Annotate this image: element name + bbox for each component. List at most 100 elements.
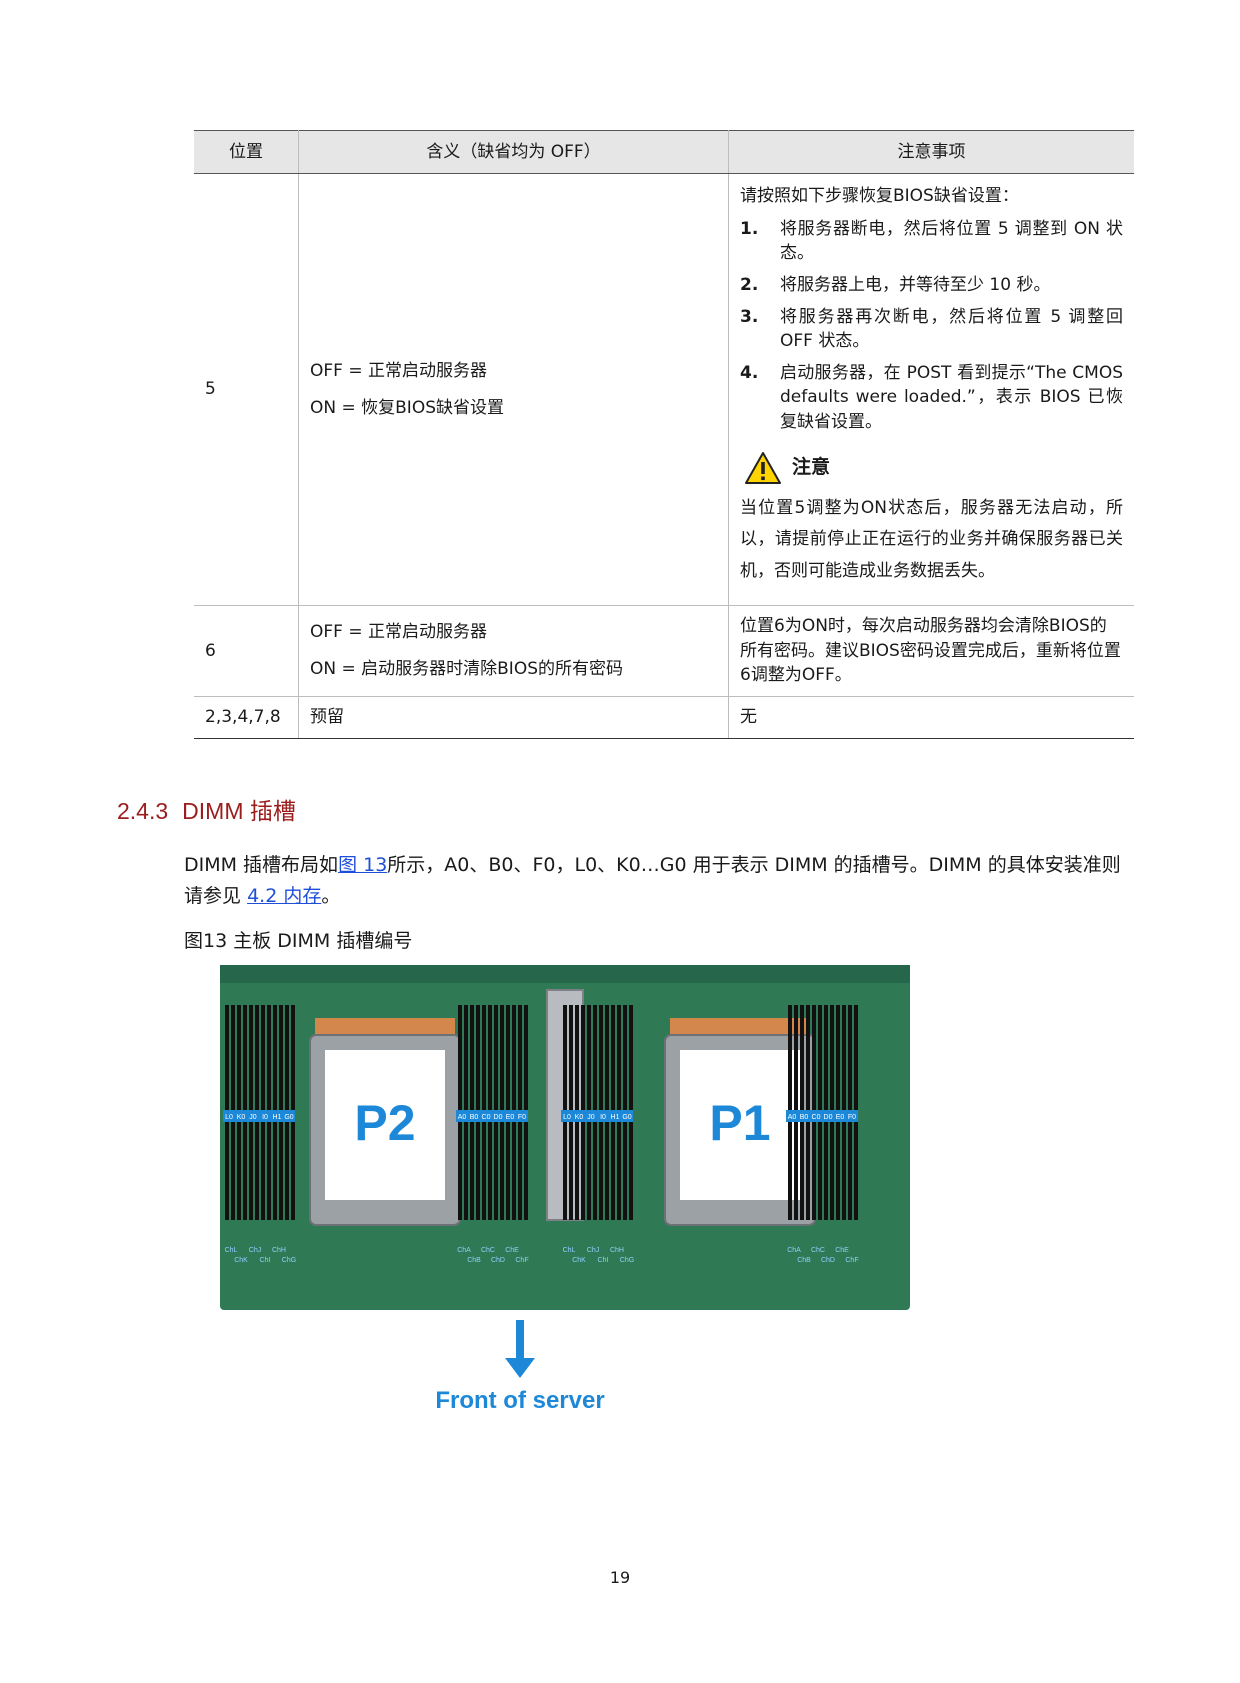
cpu-socket-p1: P1	[664, 1018, 816, 1226]
channel-label: ChE	[835, 1247, 849, 1254]
slot-label-strip	[456, 1110, 528, 1122]
channel-label: ChF	[845, 1257, 858, 1264]
step-text: 启动服务器，在 POST 看到提示“The CMOS defaults were…	[780, 362, 1123, 433]
body-paragraph: DIMM 插槽布局如图 13所示，A0、B0、F0，L0、K0…G0 用于表示 …	[184, 850, 1134, 913]
slot-label: K0	[237, 1114, 246, 1121]
header-meaning: 含义（缺省均为 OFF）	[298, 130, 729, 174]
channel-label: ChL	[225, 1247, 238, 1254]
slot-label: K0	[575, 1114, 584, 1121]
cell-meaning: OFF = 正常启动服务器 ON = 恢复BIOS缺省设置	[298, 173, 729, 606]
cell-meaning: 预留	[298, 696, 729, 739]
slot-label: F0	[518, 1114, 526, 1121]
slot-label: F0	[848, 1114, 856, 1121]
table-row: 2,3,4,7,8 预留 无	[194, 696, 1134, 739]
cell-position: 5	[194, 173, 299, 606]
cpu-p2-label-plate	[325, 1050, 445, 1200]
para-text: DIMM 插槽布局如	[184, 854, 339, 876]
list-item: 1. 将服务器断电，然后将位置 5 调整到 ON 状态。	[740, 217, 1123, 266]
board-top-edge	[220, 965, 910, 983]
channel-label: ChD	[821, 1257, 835, 1264]
channel-label: ChB	[467, 1257, 481, 1264]
channel-label: ChJ	[249, 1247, 261, 1254]
warning-icon	[745, 451, 781, 484]
slot-label: C0	[812, 1114, 821, 1121]
cpu-p2-clip	[315, 1018, 455, 1034]
meaning-off: OFF = 正常启动服务器	[310, 622, 487, 643]
slot-label: I0	[600, 1114, 606, 1121]
slot-label: C0	[482, 1114, 491, 1121]
slot-label: A0	[788, 1114, 797, 1121]
cell-position: 6	[194, 605, 299, 697]
slot-label: E0	[506, 1114, 515, 1121]
header-notes: 注意事项	[728, 130, 1134, 174]
channel-label: ChA	[787, 1247, 801, 1254]
slot-label: D0	[824, 1114, 833, 1121]
channel-label: ChC	[481, 1247, 495, 1254]
slot-label: E0	[836, 1114, 845, 1121]
slot-label: I0	[262, 1114, 268, 1121]
step-number: 3.	[740, 306, 759, 327]
dip-switch-table: 位置 含义（缺省均为 OFF） 注意事项 5 OFF = 正常启动服务器 ON …	[194, 130, 1134, 739]
step-number: 1.	[740, 218, 759, 239]
channel-label: ChB	[797, 1257, 811, 1264]
meaning-on: ON = 启动服务器时清除BIOS的所有密码	[310, 658, 623, 679]
slot-label: G0	[284, 1114, 293, 1121]
step-text: 将服务器再次断电，然后将位置 5 调整回 OFF 状态。	[780, 306, 1123, 352]
cpu-p1-clip	[670, 1018, 810, 1034]
meaning-on: ON = 恢复BIOS缺省设置	[310, 397, 504, 418]
channel-label: ChI	[260, 1257, 271, 1264]
cell-position: 2,3,4,7,8	[194, 696, 299, 739]
channel-label: ChI	[598, 1257, 609, 1264]
caution-title: 注意	[792, 455, 831, 478]
para-text: 。	[321, 885, 341, 908]
caution-text: 当位置5调整为ON状态后，服务器无法启动，所以，请提前停止正在运行的业务并确保服…	[740, 497, 1123, 581]
slot-label: A0	[458, 1114, 467, 1121]
slot-label: J0	[249, 1114, 257, 1121]
table-row: 6 OFF = 正常启动服务器 ON = 启动服务器时清除BIOS的所有密码 位…	[194, 605, 1134, 697]
page-number: 19	[609, 1568, 631, 1587]
step-number: 2.	[740, 274, 759, 295]
cell-notes: 无	[728, 696, 1134, 739]
front-arrow-icon	[505, 1320, 535, 1378]
meaning-off: OFF = 正常启动服务器	[310, 360, 487, 381]
section-number: 2.4.3	[117, 798, 169, 824]
table-row: 5 OFF = 正常启动服务器 ON = 恢复BIOS缺省设置 请按照如下步骤恢…	[194, 173, 1134, 606]
slot-label-strip	[561, 1110, 633, 1122]
memory-section-link[interactable]: 4.2 内存	[247, 885, 322, 908]
channel-label: ChH	[610, 1247, 624, 1254]
channel-label: ChA	[457, 1247, 471, 1254]
channel-label: ChK	[572, 1257, 586, 1264]
para-text: 所示，A0、B0、F0，L0、K0…G0 用于表示 DIMM 的插槽号。DIMM…	[184, 854, 1121, 908]
header-position: 位置	[194, 130, 299, 174]
slot-label: H1	[273, 1114, 282, 1121]
cpu-socket-p2: P2	[309, 1018, 461, 1226]
cpu-label-p2: P2	[354, 1095, 415, 1151]
cell-notes: 请按照如下步骤恢复BIOS缺省设置： 1. 将服务器断电，然后将位置 5 调整到…	[728, 173, 1134, 606]
cpu-p1-label-plate	[680, 1050, 800, 1200]
slot-label: L0	[563, 1114, 571, 1121]
front-of-server-label: Front of server	[435, 1387, 604, 1414]
slot-label-strip	[786, 1110, 858, 1122]
figure-13-link[interactable]: 图 13	[338, 854, 388, 876]
slot-label: J0	[587, 1114, 595, 1121]
notes-intro: 请按照如下步骤恢复BIOS缺省设置：	[740, 186, 1019, 206]
channel-label: ChE	[505, 1247, 519, 1254]
caution-header: 注意	[744, 451, 1123, 485]
list-item: 2. 将服务器上电，并等待至少 10 秒。	[740, 273, 1123, 298]
step-text: 将服务器断电，然后将位置 5 调整到 ON 状态。	[780, 218, 1123, 264]
slot-label: L0	[225, 1114, 233, 1121]
step-number: 4.	[740, 362, 759, 383]
channel-label: ChG	[620, 1257, 634, 1264]
channel-label: ChD	[491, 1257, 505, 1264]
slot-label: D0	[494, 1114, 503, 1121]
channel-label: ChJ	[587, 1247, 599, 1254]
slot-label: B0	[470, 1114, 479, 1121]
channel-label: ChL	[563, 1247, 576, 1254]
channel-label: ChC	[811, 1247, 825, 1254]
slot-label: B0	[800, 1114, 809, 1121]
steps-list: 1. 将服务器断电，然后将位置 5 调整到 ON 状态。 2. 将服务器上电，并…	[740, 217, 1123, 435]
